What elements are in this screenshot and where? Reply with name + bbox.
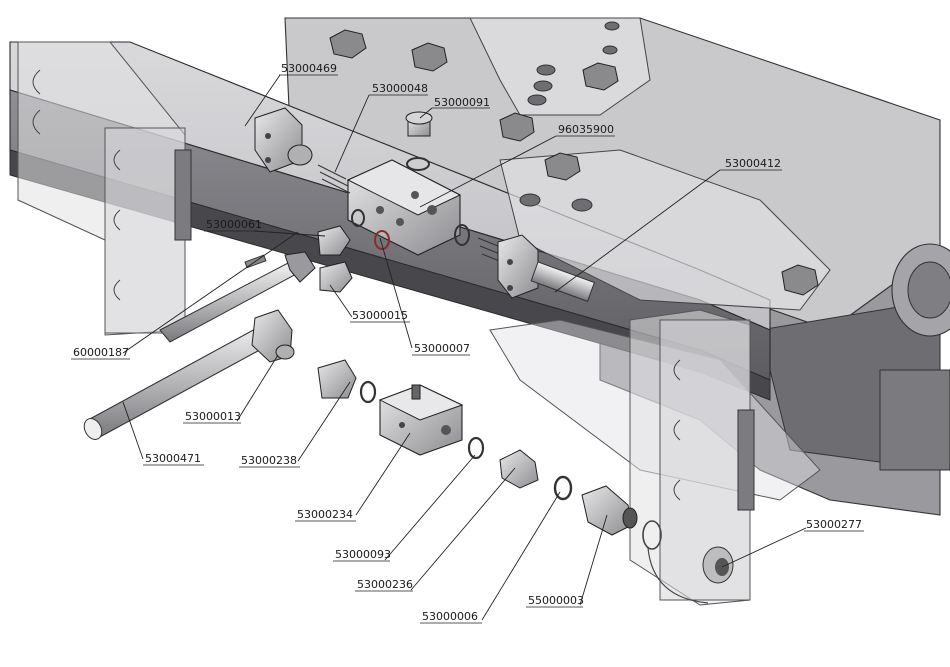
label-53000007: 53000007 [414, 342, 470, 355]
label-53000006: 53000006 [422, 610, 478, 623]
label-60000187: 60000187 [73, 346, 129, 359]
label-53000277: 53000277 [806, 518, 862, 531]
label-53000048: 53000048 [372, 82, 428, 95]
label-53000091: 53000091 [434, 96, 490, 109]
label-53000015: 53000015 [352, 309, 408, 322]
label-53000469: 53000469 [281, 62, 337, 75]
label-53000061: 53000061 [206, 218, 262, 231]
label-53000412: 53000412 [725, 157, 781, 170]
label-55000003: 55000003 [528, 594, 584, 607]
label-96035900: 96035900 [558, 123, 614, 136]
label-53000238: 53000238 [241, 454, 297, 467]
label-53000013: 53000013 [185, 410, 241, 423]
label-53000093: 53000093 [335, 548, 391, 561]
label-53000236: 53000236 [357, 578, 413, 591]
label-53000234: 53000234 [297, 508, 353, 521]
label-53000471: 53000471 [145, 452, 201, 465]
